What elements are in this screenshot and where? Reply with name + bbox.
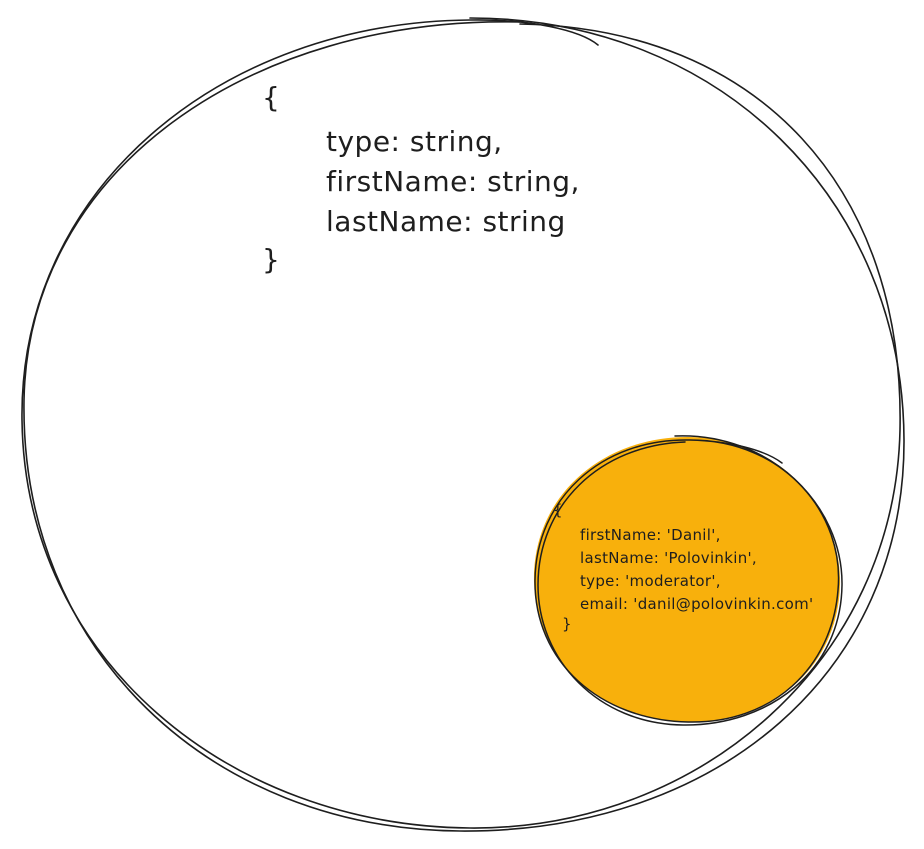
outer-schema-line-firstname: firstName: string, bbox=[326, 165, 580, 198]
inner-line-firstname: firstName: 'Danil', bbox=[580, 526, 721, 544]
inner-circle bbox=[533, 435, 843, 726]
inner-open-brace: { bbox=[553, 501, 563, 519]
outer-schema-line-lastname: lastName: string bbox=[326, 205, 566, 238]
inner-line-lastname: lastName: 'Polovinkin', bbox=[580, 549, 757, 567]
outer-close-brace: } bbox=[262, 243, 281, 276]
outer-open-brace: { bbox=[262, 81, 281, 114]
outer-circle bbox=[21, 17, 905, 832]
inner-close-brace: } bbox=[562, 615, 572, 633]
inner-line-email: email: 'danil@polovinkin.com' bbox=[580, 595, 814, 613]
inner-line-type: type: 'moderator', bbox=[580, 572, 721, 590]
outer-schema-line-type: type: string, bbox=[326, 125, 503, 158]
inner-circle-fill bbox=[533, 437, 841, 722]
